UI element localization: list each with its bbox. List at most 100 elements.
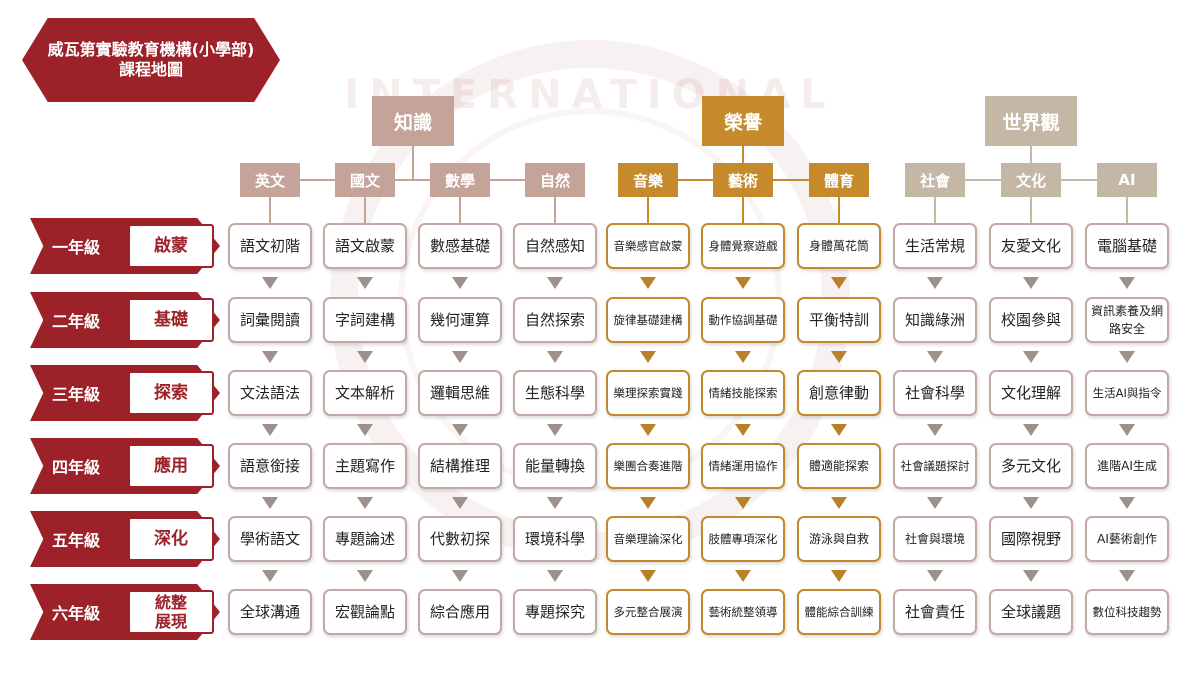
down-arrow-icon [357, 497, 373, 509]
down-arrow-icon [1023, 570, 1039, 582]
subject-header: 英文 [240, 163, 300, 197]
connector-line [364, 197, 366, 223]
category-header: 知識 [372, 96, 454, 146]
course-cell: 進階AI生成 [1085, 443, 1169, 489]
down-arrow-icon [1119, 424, 1135, 436]
grade-text: 五年級 [52, 531, 101, 550]
down-arrow-icon [452, 277, 468, 289]
course-cell: 社會科學 [893, 370, 977, 416]
subject-header: 文化 [1001, 163, 1061, 197]
course-cell: 邏輯思維 [418, 370, 502, 416]
course-cell: 數位科技趨勢 [1085, 589, 1169, 635]
course-cell: 語意銜接 [228, 443, 312, 489]
down-arrow-icon [452, 497, 468, 509]
down-arrow-icon [1023, 497, 1039, 509]
down-arrow-icon [927, 277, 943, 289]
course-cell: 環境科學 [513, 516, 597, 562]
stage-label: 統整展現 [128, 590, 214, 634]
course-cell: 情緒運用協作 [701, 443, 785, 489]
down-arrow-icon [831, 277, 847, 289]
course-cell: 生活AI與指令 [1085, 370, 1169, 416]
down-arrow-icon [927, 497, 943, 509]
course-cell: 身體覺察遊戲 [701, 223, 785, 269]
down-arrow-icon [262, 570, 278, 582]
course-cell: 平衡特訓 [797, 297, 881, 343]
course-cell: 代數初探 [418, 516, 502, 562]
down-arrow-icon [1023, 424, 1039, 436]
down-arrow-icon [262, 351, 278, 363]
subject-header: 音樂 [618, 163, 678, 197]
grade-text: 三年級 [52, 385, 101, 404]
course-cell: 旋律基礎建構 [606, 297, 690, 343]
stage-label: 探索 [128, 371, 214, 415]
course-cell: 游泳與自救 [797, 516, 881, 562]
down-arrow-icon [357, 277, 373, 289]
subject-header: AI [1097, 163, 1157, 197]
course-cell: 社會議題探討 [893, 443, 977, 489]
subject-header: 國文 [335, 163, 395, 197]
stage-label: 深化 [128, 517, 214, 561]
down-arrow-icon [262, 497, 278, 509]
course-cell: 自然探索 [513, 297, 597, 343]
course-cell: 生態科學 [513, 370, 597, 416]
course-cell: 結構推理 [418, 443, 502, 489]
down-arrow-icon [357, 570, 373, 582]
course-cell: 體能綜合訓練 [797, 589, 881, 635]
subject-header: 社會 [905, 163, 965, 197]
down-arrow-icon [735, 424, 751, 436]
course-cell: 全球溝通 [228, 589, 312, 635]
grade-text: 六年級 [52, 604, 101, 623]
title-banner: 威瓦第實驗教育機構(小學部) 課程地圖 [22, 18, 280, 102]
course-cell: 資訊素養及網路安全 [1085, 297, 1169, 343]
grade-text: 二年級 [52, 312, 101, 331]
down-arrow-icon [735, 497, 751, 509]
down-arrow-icon [927, 570, 943, 582]
course-cell: 生活常規 [893, 223, 977, 269]
connector-line [1030, 197, 1032, 223]
stage-label: 基礎 [128, 298, 214, 342]
course-cell: 樂理探索實踐 [606, 370, 690, 416]
course-cell: 音樂感官啟蒙 [606, 223, 690, 269]
down-arrow-icon [640, 277, 656, 289]
course-cell: 語文初階 [228, 223, 312, 269]
subject-header: 自然 [525, 163, 585, 197]
down-arrow-icon [547, 497, 563, 509]
down-arrow-icon [640, 570, 656, 582]
course-cell: 國際視野 [989, 516, 1073, 562]
connector-line [270, 179, 555, 181]
course-cell: 數感基礎 [418, 223, 502, 269]
connector-line [412, 146, 414, 180]
grade-text: 四年級 [52, 458, 101, 477]
course-cell: 身體萬花筒 [797, 223, 881, 269]
down-arrow-icon [1119, 351, 1135, 363]
down-arrow-icon [547, 424, 563, 436]
course-cell: 語文啟蒙 [323, 223, 407, 269]
down-arrow-icon [262, 424, 278, 436]
course-cell: 全球議題 [989, 589, 1073, 635]
course-cell: 社會與環境 [893, 516, 977, 562]
course-cell: 能量轉換 [513, 443, 597, 489]
course-cell: 體適能探索 [797, 443, 881, 489]
course-cell: 字詞建構 [323, 297, 407, 343]
down-arrow-icon [735, 277, 751, 289]
down-arrow-icon [357, 351, 373, 363]
grade-text: 一年級 [52, 238, 101, 257]
down-arrow-icon [452, 351, 468, 363]
course-cell: 電腦基礎 [1085, 223, 1169, 269]
subject-header: 數學 [430, 163, 490, 197]
course-cell: 多元整合展演 [606, 589, 690, 635]
course-cell: 知識綠洲 [893, 297, 977, 343]
down-arrow-icon [1023, 277, 1039, 289]
course-cell: 創意律動 [797, 370, 881, 416]
connector-line [934, 197, 936, 223]
connector-line [1126, 197, 1128, 223]
connector-line [838, 197, 840, 223]
down-arrow-icon [735, 570, 751, 582]
course-cell: 文法語法 [228, 370, 312, 416]
course-cell: 校園參與 [989, 297, 1073, 343]
down-arrow-icon [1119, 497, 1135, 509]
title-line-2: 課程地圖 [118, 60, 183, 79]
down-arrow-icon [1023, 351, 1039, 363]
connector-line [554, 197, 556, 223]
down-arrow-icon [547, 277, 563, 289]
